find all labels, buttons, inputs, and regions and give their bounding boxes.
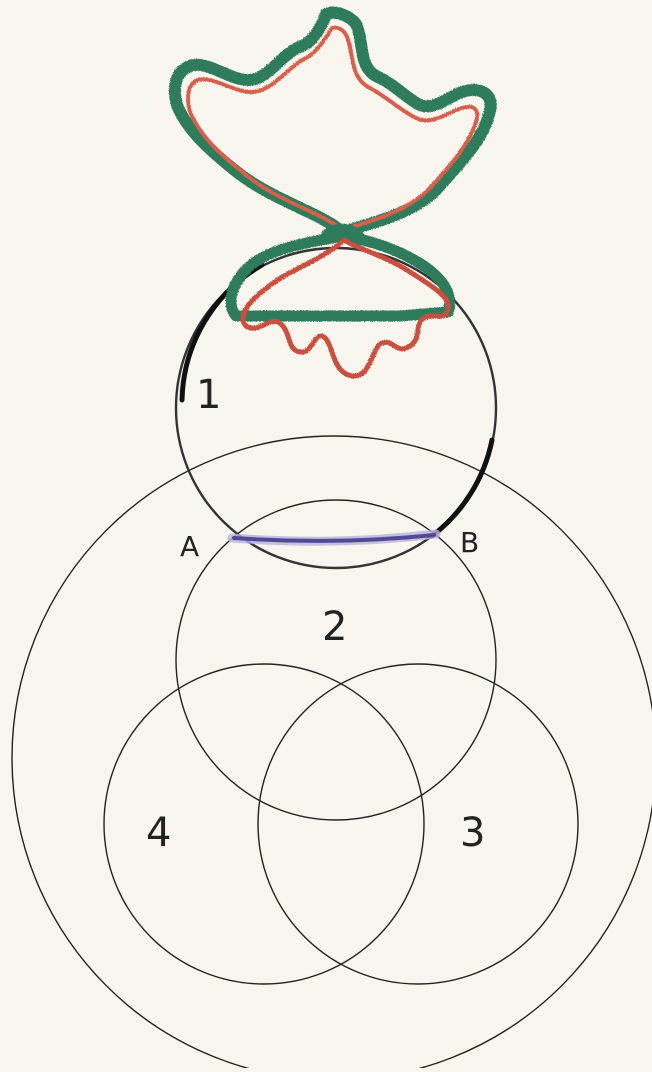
flower-upper-outline-green	[175, 13, 491, 232]
outer-circle	[12, 436, 652, 1068]
region-2-label: 2	[322, 604, 347, 650]
region-1-label: 1	[196, 372, 221, 418]
region-4-label: 4	[146, 810, 171, 856]
point-b-label: B	[460, 526, 479, 559]
circle-2	[176, 500, 496, 820]
flower-icon	[175, 13, 491, 376]
region-3-label: 3	[460, 810, 485, 856]
circle-3	[258, 664, 578, 984]
point-a-label: A	[180, 530, 199, 563]
